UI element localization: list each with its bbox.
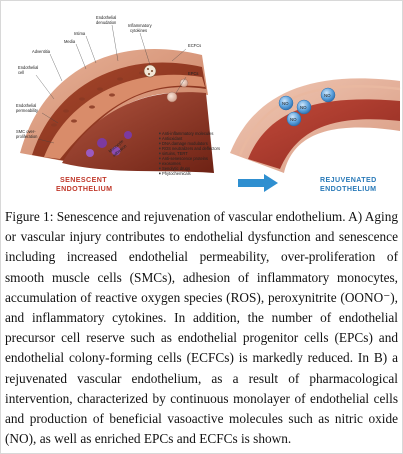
caption-label: Figure 1: [5, 209, 54, 224]
intervention-8: Phytochemicals [162, 171, 191, 176]
caption-paragraph: Figure 1: Senescence and rejuvenation of… [5, 207, 398, 449]
rejuvenated-vessel: NO NO NO NO REJUVENATED ENDOTHELIUM [230, 78, 401, 193]
label-endocell-1: Endothelial [18, 65, 38, 70]
label-media: Media [64, 39, 76, 44]
intervention-3: ROS neutralizers and deflectors [162, 146, 220, 151]
figure-illustration: Endothelial denudation Inflammatory cyto… [2, 3, 401, 199]
label-permeability-1: Endothelial [16, 103, 36, 108]
label-epcs: EPCs [188, 71, 198, 76]
no-molecules: NO NO NO NO [278, 87, 336, 127]
label-smc-1: SMC over- [16, 129, 36, 134]
transition-arrow-icon [238, 174, 278, 192]
label-endocell-2: cell [18, 70, 24, 75]
rejuvenated-lumen [248, 99, 400, 169]
label-permeability-2: permeability [16, 108, 39, 113]
label-inflammatory-1: Inflammatory [128, 23, 153, 28]
label-intima: Intima [74, 31, 86, 36]
inflammatory-cytokines [143, 64, 157, 78]
smc-cells [51, 71, 145, 127]
intervention-6: exosomes [162, 161, 181, 166]
senescent-lumen [62, 92, 214, 173]
no-label-1: NO [282, 101, 289, 106]
intima-layer [44, 74, 205, 159]
rejuvenated-title-1: REJUVENATED [320, 176, 377, 184]
figure-caption: Figure 1: Senescence and rejuvenation of… [5, 207, 398, 449]
senescent-title-1: SENESCENT [60, 176, 107, 184]
intervention-7: Senolytic drugs [162, 166, 190, 171]
intervention-1: Antioxidant [162, 136, 183, 141]
label-inflammatory-2: cytokines [130, 28, 147, 33]
intervention-5: Anti-senescence proteins [162, 156, 208, 161]
label-denudation-1: Endothelial [96, 15, 116, 20]
no-label-4: NO [324, 93, 331, 98]
label-smc-2: proliferation [16, 134, 38, 139]
no-label-3: NO [290, 117, 297, 122]
label-ecfcs: ECFCs [188, 43, 201, 48]
intervention-4: sirtuins, TERT [162, 151, 188, 156]
senescent-title-2: ENDOTHELIUM [56, 185, 112, 193]
monocytes [86, 131, 132, 157]
intervention-list: Anti-inflammatory molecules Antioxidant … [159, 131, 220, 176]
senescent-vessel [20, 49, 214, 173]
epc-cells [166, 78, 189, 103]
label-adventitia: Adventitia [32, 49, 51, 54]
label-denudation-2: denudation [96, 20, 117, 25]
intervention-2: DNA damage modulators [162, 141, 208, 146]
intervention-0: Anti-inflammatory molecules [162, 131, 213, 136]
caption-text: Senescence and rejuvenation of vascular … [5, 209, 399, 447]
no-label-2: NO [300, 105, 307, 110]
rejuvenated-title-2: ENDOTHELIUM [320, 185, 376, 193]
